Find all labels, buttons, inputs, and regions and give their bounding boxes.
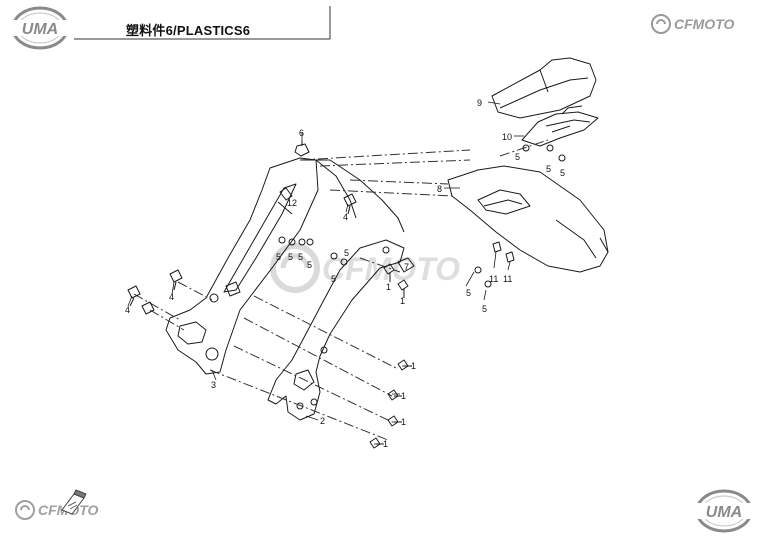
part-10-tail-bracket bbox=[521, 105, 599, 147]
callout-7: 7 bbox=[404, 262, 409, 272]
callout-5b: 5 bbox=[288, 252, 293, 262]
bolt bbox=[127, 285, 141, 307]
cfmoto-logo-header: CFMOTO bbox=[651, 14, 735, 34]
callout-5h: 5 bbox=[546, 164, 551, 174]
callout-4b: 4 bbox=[169, 292, 174, 302]
callout-11a: 11 bbox=[489, 274, 498, 284]
document-flag-icon bbox=[61, 489, 87, 515]
cfmoto-watermark: CFMOTO bbox=[270, 243, 460, 293]
leader-lines bbox=[133, 139, 549, 441]
callout-1f: 1 bbox=[400, 296, 405, 306]
uma-footer-text: UMA bbox=[706, 504, 742, 521]
callout-4a: 4 bbox=[125, 305, 130, 315]
callout-4c: 4 bbox=[343, 212, 348, 222]
part-9-fender-top bbox=[491, 57, 597, 119]
uma-logo-header: UMA bbox=[10, 6, 70, 50]
screw bbox=[369, 437, 384, 449]
callout-1a: 1 bbox=[411, 361, 416, 371]
uma-logo-text: UMA bbox=[22, 21, 58, 38]
callout-5i: 5 bbox=[560, 168, 565, 178]
callout-6: 6 bbox=[299, 128, 304, 138]
callout-leaders bbox=[127, 101, 524, 445]
callout-5g: 5 bbox=[515, 152, 520, 162]
part-5-screws bbox=[278, 144, 566, 288]
uma-logo-footer: UMA bbox=[694, 489, 754, 533]
part-4-bolts bbox=[127, 193, 357, 315]
callout-5e: 5 bbox=[331, 274, 336, 284]
screw bbox=[397, 359, 412, 371]
callout-5k: 5 bbox=[482, 304, 487, 314]
callout-9: 9 bbox=[477, 98, 482, 108]
part-3-frame-arm bbox=[165, 157, 405, 375]
part-7-clip bbox=[397, 257, 415, 273]
callout-5j: 5 bbox=[466, 288, 471, 298]
bolt bbox=[141, 301, 155, 315]
page-title: 塑料件6/PLASTICS6 bbox=[126, 23, 251, 38]
screw bbox=[383, 263, 395, 282]
callout-5a: 5 bbox=[276, 252, 281, 262]
cfmoto-logo-text: CFMOTO bbox=[674, 16, 735, 32]
callout-1b: 1 bbox=[401, 391, 406, 401]
part-12-clip bbox=[277, 187, 293, 215]
callout-10: 10 bbox=[502, 132, 512, 142]
callout-labels: 9 10 8 6 12 7 1 1 1 1 1 1 2 3 4 4 4 5 5 … bbox=[125, 98, 565, 449]
bolt bbox=[343, 193, 357, 215]
screw bbox=[387, 389, 402, 401]
callout-2: 2 bbox=[320, 416, 325, 426]
callout-1d: 1 bbox=[383, 439, 388, 449]
screw bbox=[387, 415, 402, 427]
callout-5d: 5 bbox=[307, 260, 312, 270]
part-11-fasteners bbox=[492, 241, 515, 263]
callout-1c: 1 bbox=[401, 417, 406, 427]
callout-5f: 5 bbox=[344, 248, 349, 258]
callout-1e: 1 bbox=[386, 282, 391, 292]
callout-3: 3 bbox=[211, 380, 216, 390]
part-8-rear-fender bbox=[447, 165, 609, 273]
callout-5c: 5 bbox=[298, 252, 303, 262]
callout-11b: 11 bbox=[503, 274, 512, 284]
part-2-side-panel bbox=[267, 239, 405, 421]
callout-12: 12 bbox=[287, 198, 297, 208]
bolt bbox=[169, 269, 183, 291]
screw bbox=[397, 279, 409, 298]
callout-8: 8 bbox=[437, 184, 442, 194]
part-6-nut bbox=[294, 140, 310, 157]
